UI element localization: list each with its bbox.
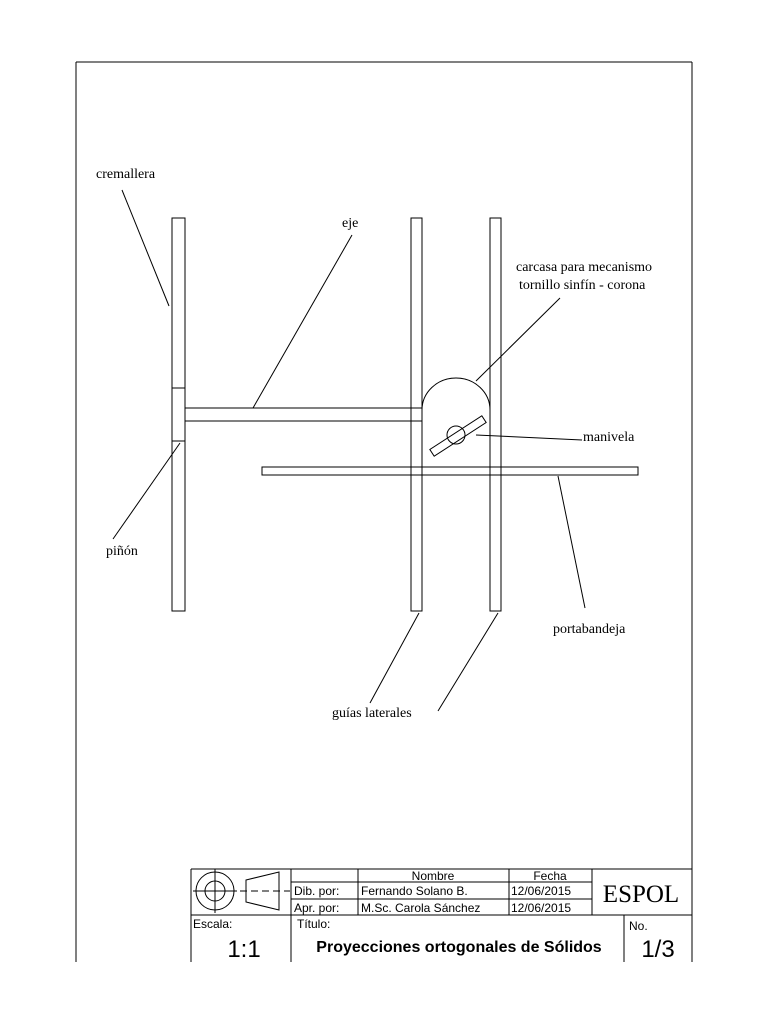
label-pinon: piñón xyxy=(106,544,138,559)
label-manivela: manivela xyxy=(583,430,635,445)
label-cremallera: cremallera xyxy=(96,167,156,182)
crank-handle xyxy=(429,415,487,457)
leader-pinon xyxy=(112,442,181,540)
leader-carcasa xyxy=(475,297,561,382)
leader-guias-right xyxy=(437,612,499,712)
title-block: Nombre Fecha Dib. por: Fernando Solano B… xyxy=(190,868,692,963)
header-nombre: Nombre xyxy=(412,869,455,883)
worm-gear-housing xyxy=(421,377,491,411)
rack-bar xyxy=(171,217,186,612)
leader-guias-left xyxy=(369,612,420,704)
titulo-value: Proyecciones ortogonales de Sólidos xyxy=(316,939,602,956)
apr-por-date: 12/06/2015 xyxy=(511,901,571,915)
lateral-guide-right xyxy=(489,217,502,612)
sheet-border xyxy=(75,61,693,962)
dib-por-name: Fernando Solano B. xyxy=(361,884,468,898)
no-value: 1/3 xyxy=(641,936,674,963)
leader-portabandeja xyxy=(557,475,586,609)
crank-hub xyxy=(446,425,466,445)
first-angle-projection-icon xyxy=(193,869,290,913)
tray-holder xyxy=(261,466,639,476)
titulo-label: Título: xyxy=(297,917,330,931)
leader-cremallera xyxy=(121,189,170,307)
dib-por-date: 12/06/2015 xyxy=(511,884,571,898)
no-label: No. xyxy=(629,919,648,933)
shaft xyxy=(184,407,423,422)
label-carcasa-line2: tornillo sinfín - corona xyxy=(519,278,646,293)
apr-por-label: Apr. por: xyxy=(294,901,339,915)
escala-value: 1:1 xyxy=(227,936,260,963)
lateral-guide-left xyxy=(410,217,423,612)
mechanism xyxy=(171,217,639,612)
leader-eje xyxy=(252,234,353,409)
callout-labels: cremallera eje carcasa para mecanismo to… xyxy=(96,167,652,721)
institution-logo: ESPOL xyxy=(603,881,679,908)
leader-lines xyxy=(112,189,586,712)
leader-manivela xyxy=(475,434,583,441)
label-carcasa-line1: carcasa para mecanismo xyxy=(516,260,652,275)
escala-label: Escala: xyxy=(193,917,232,931)
label-guias-laterales: guías laterales xyxy=(332,706,412,721)
apr-por-name: M.Sc. Carola Sánchez xyxy=(361,901,480,915)
header-fecha: Fecha xyxy=(533,869,567,883)
dib-por-label: Dib. por: xyxy=(294,884,339,898)
label-portabandeja: portabandeja xyxy=(553,622,626,637)
label-eje: eje xyxy=(342,216,358,231)
